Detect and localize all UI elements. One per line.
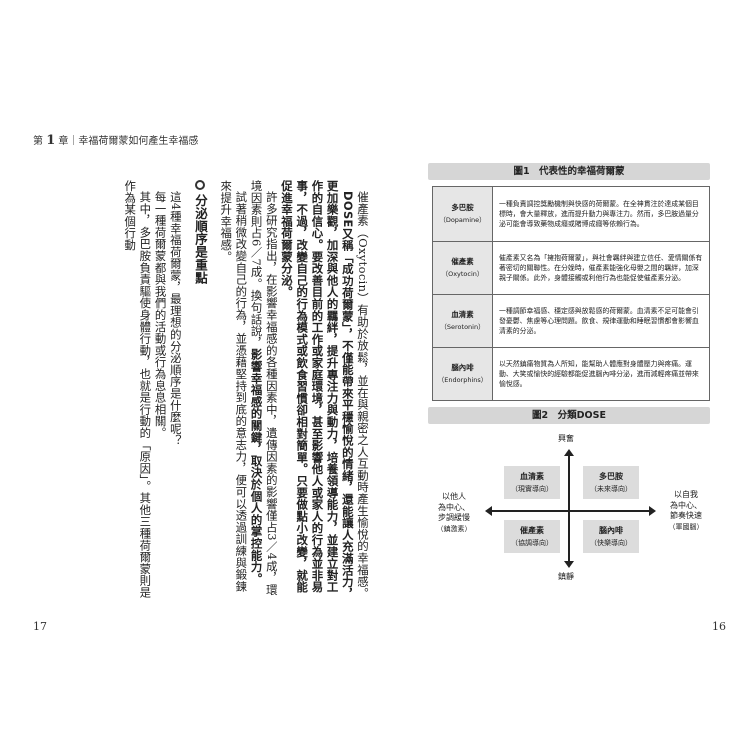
axis-left-line: 以他人: [442, 492, 466, 501]
quadrant-name: 血清素: [520, 472, 544, 481]
hormone-name: 血清素: [451, 310, 474, 319]
hormone-name-cell: 多巴胺 （Dopamine）: [432, 186, 493, 242]
chapter-title: 章｜幸福荷爾蒙如何產生幸福感: [58, 136, 199, 147]
vertical-axis: [568, 454, 570, 563]
arrow-down-icon: [564, 561, 574, 568]
hormone-english: （Dopamine）: [439, 216, 486, 224]
quadrant-oxytocin: 催產素 （協調導向）: [504, 520, 560, 553]
paragraph-order-question: 這4種幸福荷爾蒙，最理想的分泌順序是什麼呢？: [168, 191, 183, 447]
hormone-description: 以天然鎮痛物質為人所知，能幫助人體應對身體壓力與疼痛。運動、大笑或愉快的經驗都能…: [492, 347, 710, 401]
paragraph-activities: 每一種荷爾蒙都與我們的活動或行為息息相關。: [153, 191, 168, 440]
left-page: 第 1 章｜幸福荷爾蒙如何產生幸福感 催產素（Oxytocin）有助於放鬆，並在…: [33, 132, 370, 633]
axis-left-line: 步調緩慢: [438, 513, 470, 522]
paragraph-research-text: 許多研究指出，在影響幸福感的各種因素中，遺傳因素的影響僅占3／4成，環境因素則占…: [249, 180, 279, 597]
quadrant-serotonin: 血清素 （現實導向）: [504, 466, 560, 499]
paragraph-training: 試著稍微改變自己的行為，並憑藉堅持到底的意志力，便可以透過訓練與鍛鍊來提升幸福感…: [219, 180, 249, 593]
quadrant-sub: （快樂導向）: [590, 539, 632, 547]
axis-right-line: 以自我: [674, 490, 698, 499]
figure1-title: 圖1 代表性的幸福荷爾蒙: [428, 163, 710, 180]
hormone-name: 催產素: [451, 257, 474, 266]
page-number-left: 17: [33, 620, 47, 633]
hormone-description: 催產素又名為「擁抱荷爾蒙」，與社會羈絆與建立信任、愛情關係有著密切的關聯性。在分…: [492, 241, 710, 295]
figure2-title: 圖2 分類DOSE: [428, 407, 710, 424]
chapter-prefix: 第: [33, 136, 43, 147]
hormone-name-cell: 血清素 （Serotonin）: [432, 294, 493, 348]
hormone-name: 腦內啡: [451, 363, 474, 372]
hormone-description: 一種調節幸福感、穩定感與放鬆感的荷爾蒙。血清素不足可能會引發憂鬱、焦慮等心理問題…: [492, 294, 710, 348]
paragraph-research-bold: 影響幸福感的關鍵，取決於個人的掌控能力。: [249, 348, 264, 585]
quadrant-name: 腦內啡: [599, 526, 623, 535]
hormone-name-cell: 腦內啡 （Endorphins）: [432, 347, 493, 401]
axis-label-left: 以他人 為中心、 步調緩慢 （鎮激素）: [425, 492, 483, 534]
arrow-right-icon: [649, 506, 656, 516]
quadrant-name: 催產素: [520, 526, 544, 535]
axis-left-line: 為中心、: [438, 502, 470, 512]
paragraph-dopamine-role: 其中，多巴胺負責驅使身體行動，也就是行動的「原因」。其他三種荷爾蒙則是作為某個行…: [123, 180, 153, 599]
hormone-english: （Serotonin）: [440, 323, 485, 331]
page-number-right: 16: [712, 620, 726, 633]
paragraph-oxytocin: 催產素（Oxytocin）有助於放鬆，並在與親密之人互動時產生愉悅的幸福感。: [356, 191, 370, 600]
table-row: 多巴胺 （Dopamine） 一種負責調控獎勵機制與快感的荷爾蒙。在全神貫注於達…: [432, 186, 710, 242]
quadrant-dopamine: 多巴胺 （未來導向）: [583, 466, 639, 499]
hormone-name-cell: 催產素 （Oxytocin）: [432, 241, 493, 295]
axis-right-line: 為中心、: [670, 500, 702, 510]
axis-label-right: 以自我 為中心、 節奏快速 （軍國腦）: [657, 490, 715, 532]
axis-label-bottom: 鎮靜: [558, 572, 574, 581]
hormone-english: （Oxytocin）: [441, 270, 484, 278]
paragraph-dose-summary: DOSE又稱「成功荷爾蒙」，不僅能帶來平穩愉悅的情緒，還能讓人充滿活力，更加樂觀…: [279, 180, 355, 600]
dose-quadrant-diagram: 興奮 鎮靜 以他人 為中心、 步調緩慢 （鎮激素） 以自我 為中心、 節奏快速 …: [425, 430, 715, 585]
axis-label-top: 興奮: [558, 434, 574, 443]
axis-right-line: （軍國腦）: [668, 522, 704, 531]
quadrant-sub: （協調導向）: [511, 539, 553, 547]
chapter-number: 1: [46, 133, 56, 148]
table-row: 血清素 （Serotonin） 一種調節幸福感、穩定感與放鬆感的荷爾蒙。血清素不…: [432, 294, 710, 348]
circle-bullet-icon: [194, 180, 205, 190]
running-head: 第 1 章｜幸福荷爾蒙如何產生幸福感: [33, 132, 198, 148]
vertical-body-text: 催產素（Oxytocin）有助於放鬆，並在與親密之人互動時產生愉悅的幸福感。 D…: [70, 180, 370, 600]
hormone-english: （Endorphins）: [437, 376, 488, 384]
quadrant-name: 多巴胺: [599, 472, 623, 481]
horizontal-axis: [491, 510, 650, 512]
quadrant-sub: （未來導向）: [590, 485, 632, 493]
hormone-name: 多巴胺: [451, 203, 474, 212]
axis-right-line: 節奏快速: [670, 511, 702, 520]
axis-left-line: （鎮激素）: [436, 524, 472, 533]
paragraph-research: 許多研究指出，在影響幸福感的各種因素中，遺傳因素的影響僅占3／4成，環境因素則占…: [248, 180, 279, 600]
quadrant-endorphins: 腦內啡 （快樂導向）: [583, 520, 639, 553]
table-row: 催產素 （Oxytocin） 催產素又名為「擁抱荷爾蒙」，與社會羈絆與建立信任、…: [432, 241, 710, 295]
section-heading-text: 分泌順序是重點: [192, 194, 208, 285]
quadrant-sub: （現實導向）: [511, 485, 553, 493]
section-heading: 分泌順序是重點: [193, 180, 208, 600]
table-row: 腦內啡 （Endorphins） 以天然鎮痛物質為人所知，能幫助人體應對身體壓力…: [432, 347, 710, 401]
hormone-description: 一種負責調控獎勵機制與快感的荷爾蒙。在全神貫注於達成某個目標時，會大量釋放，進而…: [492, 186, 710, 242]
arrow-up-icon: [564, 449, 574, 456]
arrow-left-icon: [485, 506, 492, 516]
hormone-table: 多巴胺 （Dopamine） 一種負責調控獎勵機制與快感的荷爾蒙。在全神貫注於達…: [432, 186, 710, 401]
